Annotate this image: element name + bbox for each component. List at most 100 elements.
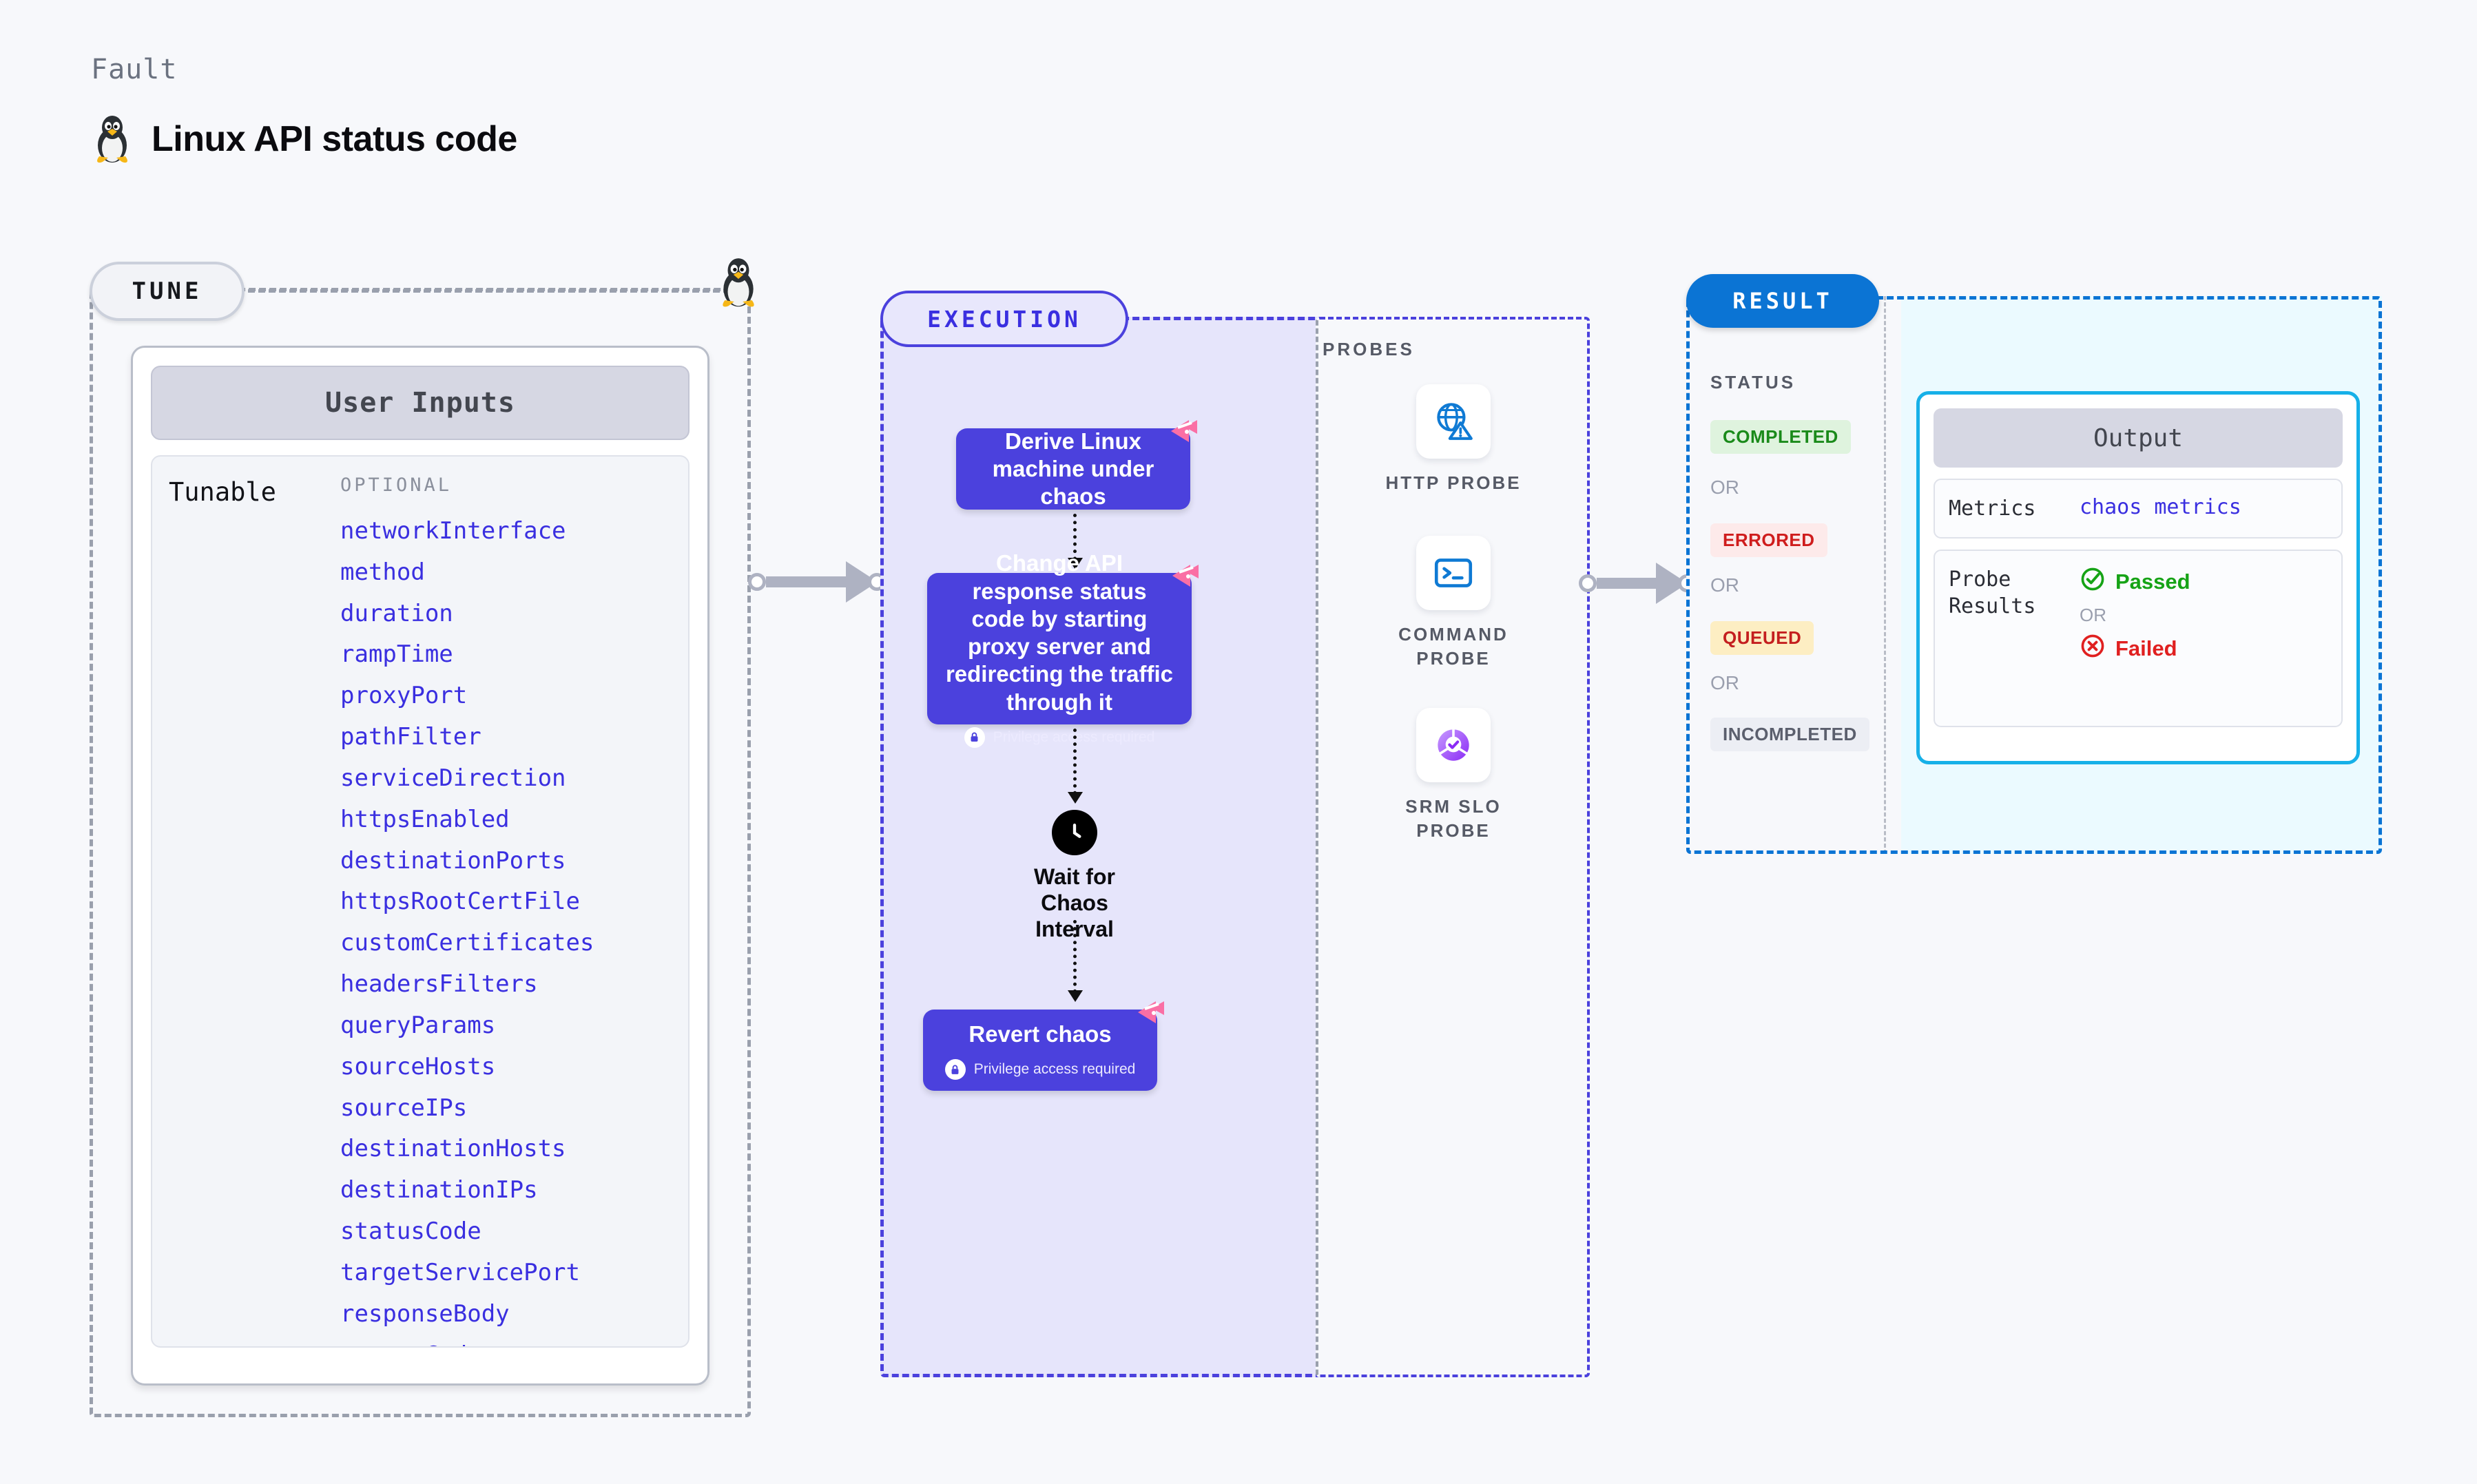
- passed-label: Passed: [2115, 569, 2190, 594]
- probe-http[interactable]: HTTP PROBE: [1385, 384, 1522, 495]
- privilege-text: Privilege access required: [973, 1061, 1136, 1078]
- param-item[interactable]: statusCode: [340, 1217, 481, 1246]
- probe-label: COMMAND PROBE: [1398, 624, 1509, 669]
- metrics-key: Metrics: [1949, 497, 2036, 521]
- chaos-badge-icon: [1135, 997, 1167, 1029]
- metrics-value[interactable]: chaos metrics: [2080, 495, 2241, 519]
- result-pill[interactable]: RESULT: [1686, 274, 1879, 328]
- status-or-label: OR: [1710, 574, 1739, 596]
- probes-region: [1316, 317, 1590, 1377]
- param-item[interactable]: statusCode: [340, 1335, 676, 1346]
- probe-result-failed: Failed: [2080, 633, 2190, 665]
- probe-results-key: Probe Results: [1949, 567, 2036, 618]
- output-probe-results-row: Probe Results Passed OR: [1934, 550, 2343, 727]
- param-list: OPTIONAL networkInterface method duratio…: [340, 474, 676, 1346]
- connector-line: [766, 576, 846, 587]
- param-item[interactable]: destinationPorts: [340, 846, 566, 875]
- page-title-row: Linux API status code: [91, 114, 517, 165]
- step-title: Revert chaos: [968, 1021, 1112, 1047]
- param-item[interactable]: pathFilter: [340, 723, 481, 751]
- probe-result-or: OR: [2080, 605, 2106, 625]
- chaos-badge-icon: [1170, 561, 1201, 592]
- status-badge-incompleted: INCOMPLETED: [1710, 718, 1869, 751]
- param-item[interactable]: networkInterface: [340, 517, 566, 545]
- execution-flow: Derive Linux machine under chaos Change …: [880, 317, 1321, 1377]
- param-item[interactable]: queryParams: [340, 1011, 496, 1039]
- step-title: Derive Linux machine under chaos: [992, 428, 1154, 510]
- output-metrics-row: Metrics chaos metrics: [1934, 479, 2343, 539]
- probes-region-border: [1316, 317, 1590, 1377]
- execution-step-derive[interactable]: Derive Linux machine under chaos: [956, 420, 1197, 510]
- probe-command[interactable]: COMMAND PROBE: [1385, 536, 1522, 671]
- tunable-label: Tunable: [169, 477, 276, 507]
- privilege-note: Privilege access required: [944, 1059, 1136, 1080]
- x-circle-icon: [2080, 633, 2106, 665]
- flow-arrow-1: [1068, 514, 1083, 569]
- flow-arrow-2: [1068, 729, 1083, 804]
- param-item[interactable]: sourceIPs: [340, 1094, 468, 1122]
- probe-label: HTTP PROBE: [1385, 472, 1522, 493]
- param-item[interactable]: rampTime: [340, 640, 453, 669]
- param-item[interactable]: headersFilters: [340, 970, 538, 999]
- page-eyebrow: Fault: [91, 54, 178, 85]
- param-item[interactable]: destinationHosts: [340, 1135, 566, 1163]
- status-or-label: OR: [1710, 477, 1739, 498]
- status-or-label: OR: [1710, 672, 1739, 693]
- execution-step-change-status[interactable]: Change API response status code by start…: [927, 550, 1199, 748]
- result-status-column: [1686, 296, 1886, 854]
- status-badge-completed: COMPLETED: [1710, 420, 1851, 454]
- tune-pill[interactable]: TUNE: [90, 262, 245, 321]
- param-item[interactable]: httpsRootCertFile: [340, 888, 580, 916]
- check-circle-icon: [2080, 566, 2106, 598]
- optional-label: OPTIONAL: [340, 474, 453, 496]
- flow-arrow-3: [1068, 920, 1083, 1002]
- param-item[interactable]: sourceHosts: [340, 1052, 496, 1080]
- failed-label: Failed: [2115, 636, 2177, 660]
- slo-donut-icon: [1416, 708, 1491, 782]
- probe-result-passed: Passed: [2080, 566, 2190, 598]
- connector-start-dot: [748, 573, 766, 591]
- lock-icon: [944, 1059, 966, 1080]
- param-item[interactable]: destinationIPs: [340, 1176, 538, 1204]
- param-item[interactable]: targetServicePort: [340, 1258, 580, 1286]
- status-badge-queued: QUEUED: [1710, 621, 1814, 655]
- param-item[interactable]: serviceDirection: [340, 764, 566, 792]
- result-region-border: [1686, 296, 2382, 854]
- param-item[interactable]: httpsEnabled: [340, 805, 510, 833]
- lock-icon: [964, 727, 985, 748]
- output-title: Output: [1934, 408, 2343, 468]
- execution-step-revert[interactable]: Revert chaos Privilege access required: [923, 1001, 1164, 1091]
- user-inputs-title: User Inputs: [151, 366, 690, 440]
- page-title: Linux API status code: [152, 119, 517, 159]
- connector-start-dot: [1579, 574, 1597, 592]
- tux-penguin-icon: [91, 114, 134, 165]
- connector-execution-to-result: [1579, 563, 1696, 604]
- user-inputs-card: User Inputs Tunable OPTIONAL networkInte…: [131, 346, 709, 1386]
- chaos-badge-icon: [1168, 416, 1200, 448]
- terminal-icon: [1416, 536, 1491, 610]
- connector-tune-to-execution: [748, 561, 886, 603]
- status-heading: STATUS: [1710, 372, 1796, 393]
- param-item[interactable]: customCertificates: [340, 929, 594, 957]
- param-item[interactable]: duration: [340, 599, 453, 627]
- clock-icon: [1052, 810, 1097, 855]
- param-item[interactable]: method: [340, 558, 425, 586]
- connector-line: [1597, 578, 1656, 589]
- probes-title: PROBES: [1323, 339, 1415, 359]
- probe-label: SRM SLO PROBE: [1405, 796, 1502, 842]
- tunable-box: Tunable OPTIONAL networkInterface method…: [151, 455, 690, 1348]
- globe-warning-icon: [1416, 384, 1491, 459]
- execution-pill[interactable]: EXECUTION: [880, 291, 1128, 347]
- tux-penguin-icon-tune: [716, 256, 760, 309]
- param-item[interactable]: proxyPort: [340, 682, 468, 710]
- result-region: [1686, 296, 2382, 854]
- probe-results-values: Passed OR Failed: [2080, 566, 2190, 665]
- param-item[interactable]: responseBody: [340, 1299, 510, 1328]
- status-badge-errored: ERRORED: [1710, 523, 1827, 557]
- output-card: Output Metrics chaos metrics Probe Resul…: [1916, 391, 2360, 764]
- tune-region-border: [90, 288, 751, 1417]
- step-title: Change API response status code by start…: [945, 550, 1174, 715]
- tune-region: [90, 288, 751, 1417]
- probe-srm-slo[interactable]: SRM SLO PROBE: [1385, 708, 1522, 843]
